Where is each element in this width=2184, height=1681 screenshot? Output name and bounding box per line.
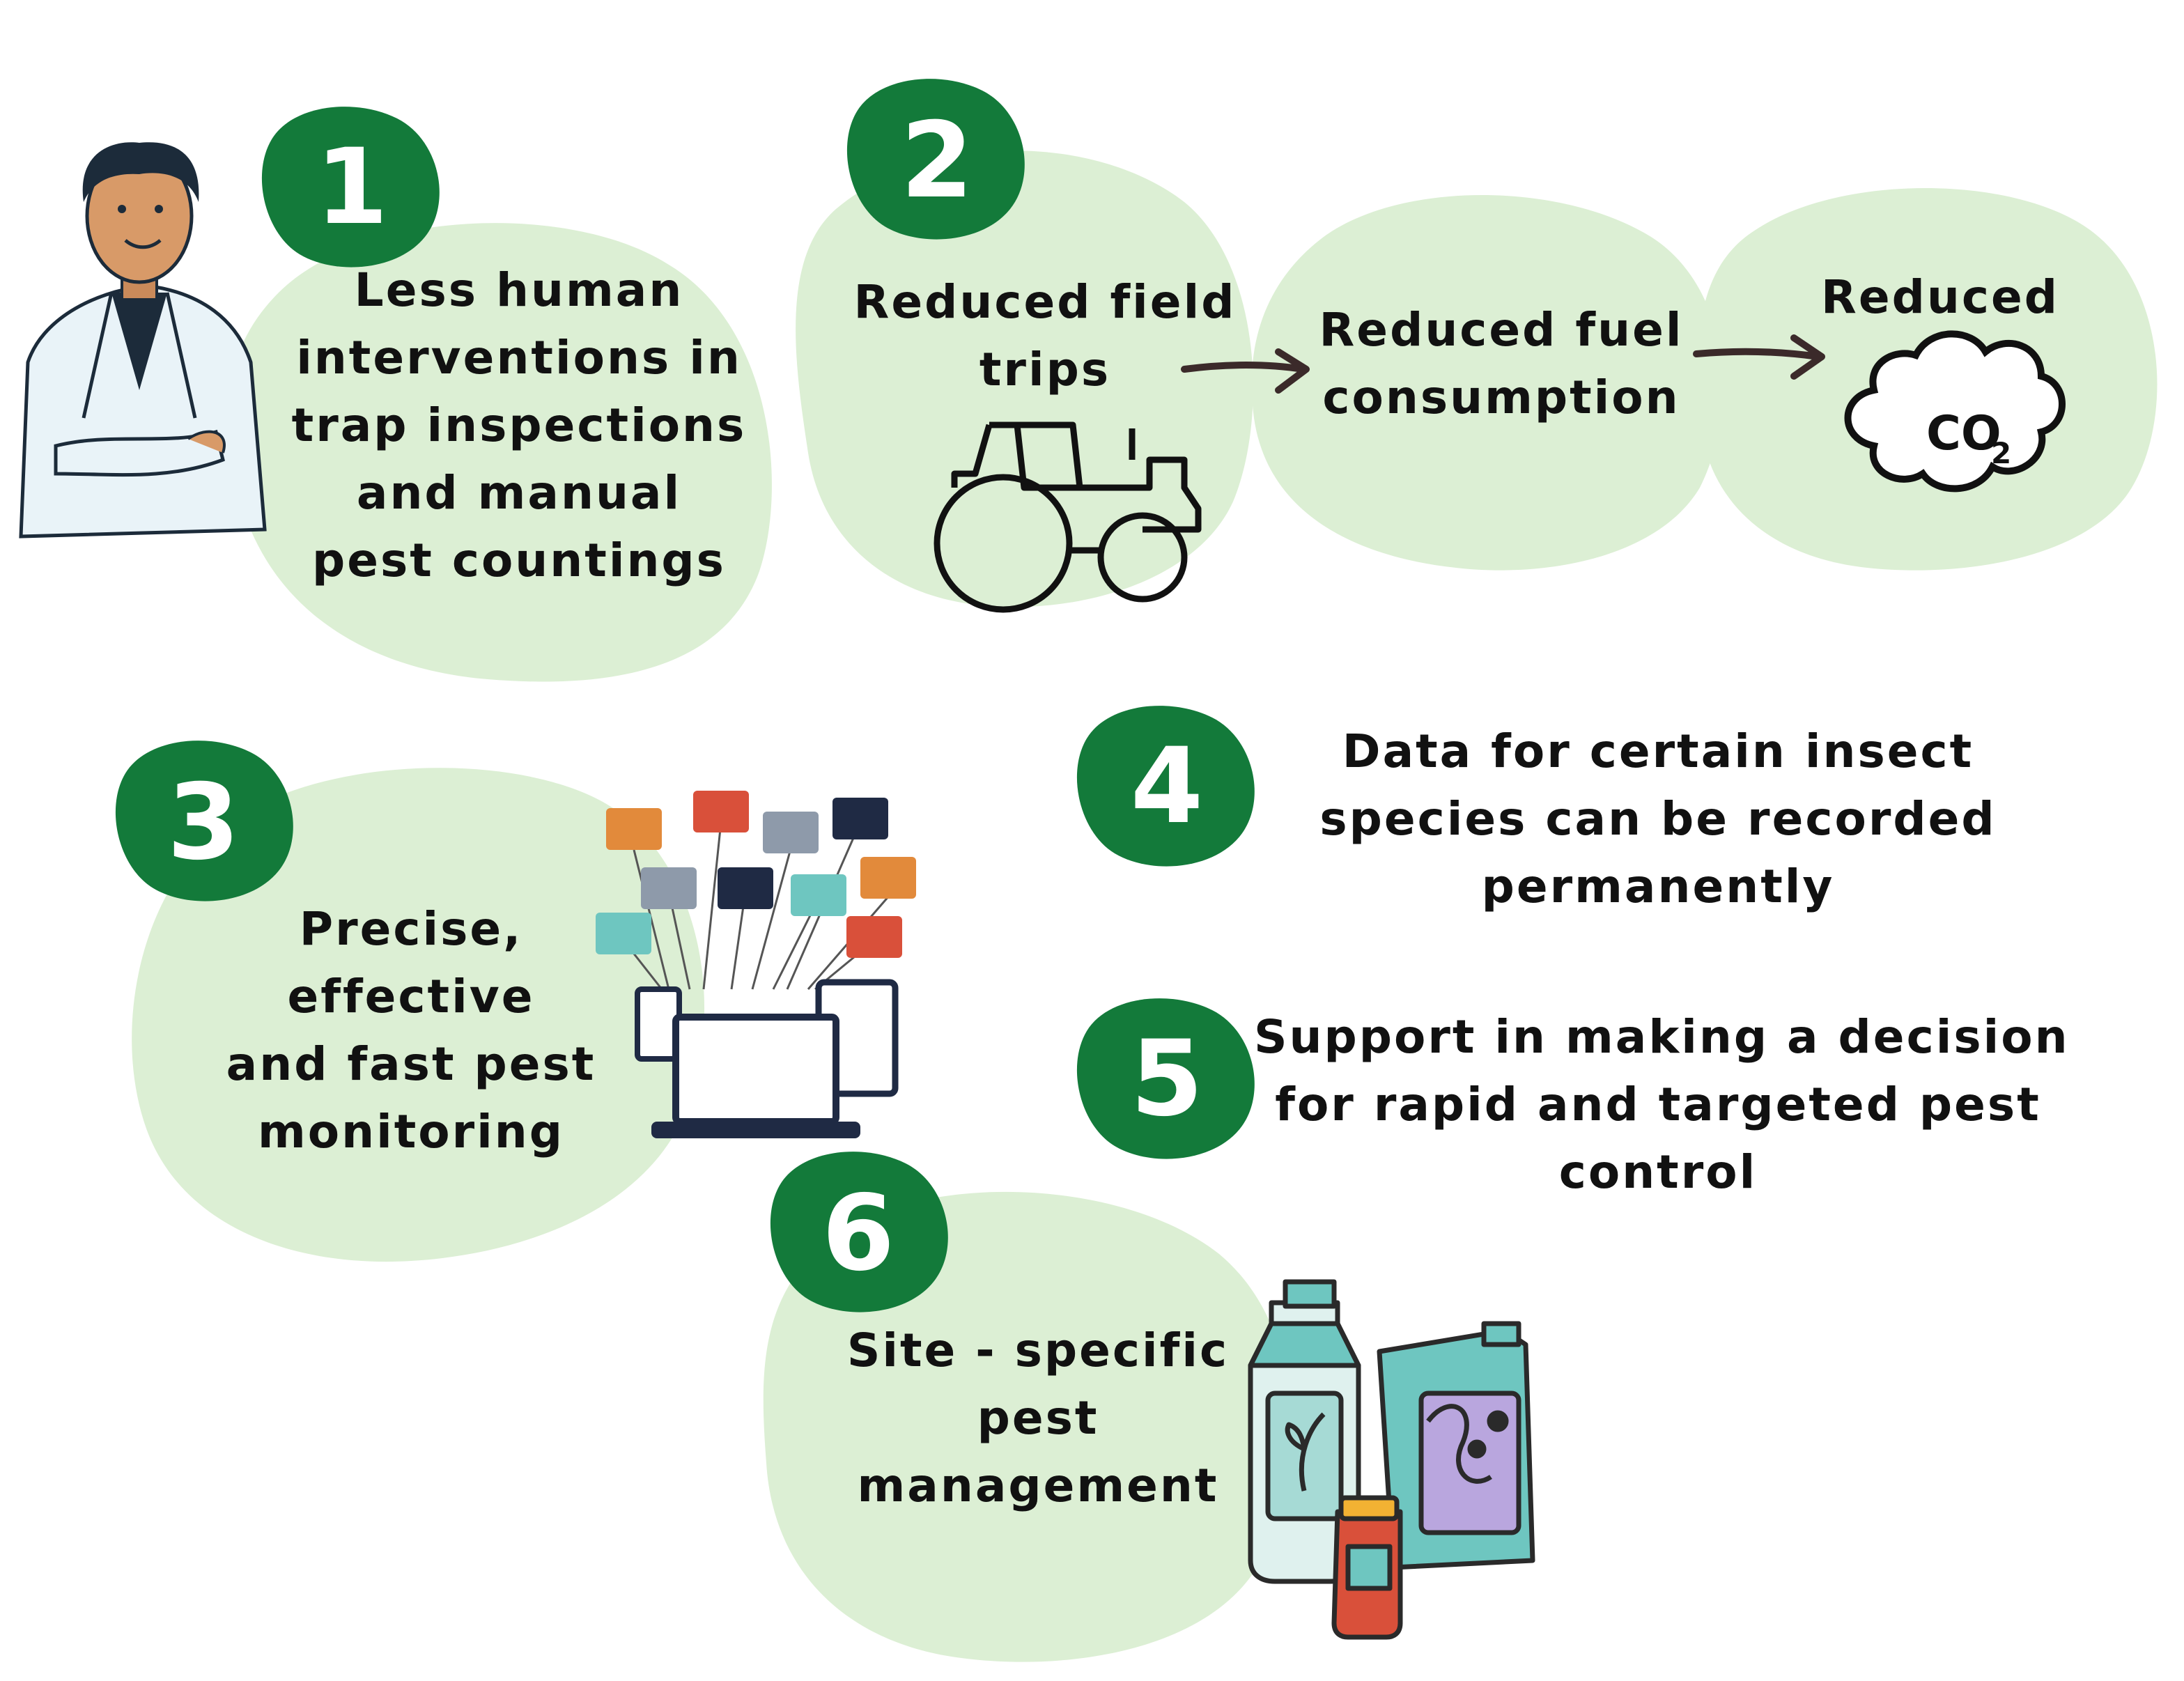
arrows [1181,334,1825,394]
tractor-icon [934,421,1202,613]
step-4-line: species can be recorded [1319,792,1997,846]
step-6-line: management [857,1459,1219,1512]
step-5-line: Support in making a decision [1254,1010,2070,1064]
badge-2: 2 [846,79,1025,240]
step-6-text: Site - specific pest management [836,1317,1240,1519]
step-3-line: and fast pest [226,1037,596,1091]
fuel-text: Reduced fuel consumption [1292,296,1710,431]
step-1-line: Less human [354,263,684,317]
fuel-line: consumption [1322,371,1680,424]
badge-number-2: 2 [901,100,973,222]
badge-6: 6 [770,1152,948,1312]
step-4-text: Data for certain insect species can be r… [1275,718,2041,920]
step-4-line: Data for certain insect [1342,725,1974,778]
step-4-line: permanently [1481,860,1835,913]
step-1-line: interventions in [296,331,742,385]
step-3-line: effective [287,970,535,1023]
badge-number-6: 6 [822,1173,894,1294]
blob-fuel [1251,195,1724,571]
co2-title: Reduced [1794,263,2086,331]
pesticide-bottles-icon [1248,1279,1535,1640]
step-3-text: Precise, effective and fast pest monitor… [199,895,624,1165]
step-1-line: pest countings [312,534,726,587]
step-5-line: control [1558,1145,1758,1199]
badge-number-5: 5 [1131,1018,1203,1140]
blob-step-1 [227,223,772,682]
devices-network-icon [596,791,916,1138]
co2-subscript: 2 [1991,436,2011,470]
step-2-line: Reduced field [853,275,1237,329]
step-1-line: and manual [356,466,682,520]
co2-label: CO [1926,406,2001,461]
blob-step-3 [132,768,705,1262]
badge-number-4: 4 [1131,726,1203,847]
arrow-trips-to-fuel [1181,362,1306,373]
scientist-illustration [19,142,267,539]
fuel-line: Reduced fuel [1319,303,1684,357]
step-3-line: monitoring [257,1105,565,1159]
badge-5: 5 [1076,998,1255,1159]
step-3-line: Precise, [299,902,523,956]
badge-number-3: 3 [167,762,240,883]
step-2-text: Reduced field trips [836,268,1254,403]
arrow-fuel-to-co2 [1693,348,1822,360]
step-2-line: trips [979,343,1111,396]
badge-4: 4 [1076,706,1255,867]
blob-step-2 [796,150,1253,607]
badges: 1 2 3 4 5 6 [115,79,1255,1312]
co2-title-line: Reduced [1821,270,2059,324]
step-1-line: trap inspections [291,398,747,452]
step-5-text: Support in making a decision for rapid a… [1254,1003,2070,1206]
step-5-line: for rapid and targeted pest [1275,1078,2041,1131]
badge-1: 1 [261,107,440,268]
step-6-line: Site - specific [846,1324,1230,1377]
step-6-line: pest [977,1391,1099,1445]
step-1-text: Less human interventions in trap inspect… [286,256,752,594]
badge-number-1: 1 [316,127,388,248]
badge-3: 3 [115,741,293,901]
co2-cloud-icon: CO 2 [1844,330,2066,493]
blob-step-6 [763,1191,1292,1662]
